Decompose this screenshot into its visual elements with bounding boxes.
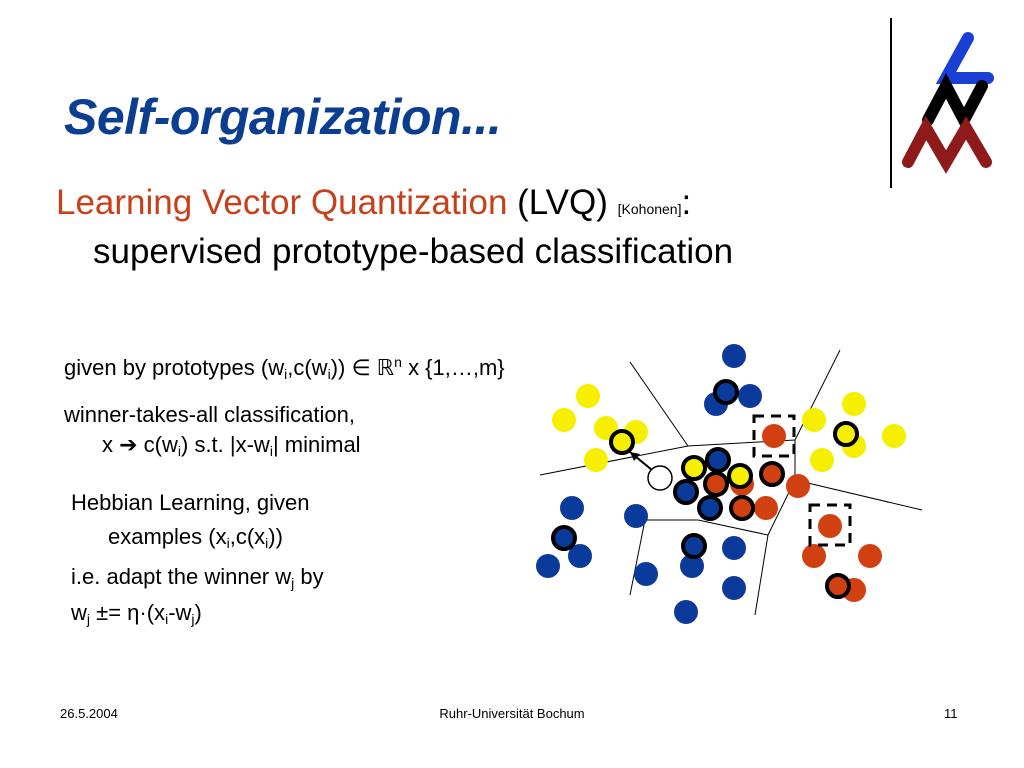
input-sample	[647, 465, 673, 491]
data-point-blue	[568, 544, 592, 568]
prototype-yellow	[681, 455, 707, 481]
data-point-red	[762, 424, 786, 448]
data-point-blue	[536, 554, 560, 578]
bullet-hebbian: Hebbian Learning, given	[71, 490, 310, 515]
data-point-yellow	[842, 392, 866, 416]
data-point-yellow	[882, 424, 906, 448]
prototypes	[551, 379, 859, 599]
data-point-red	[802, 544, 826, 568]
lvq-abbreviation: (LVQ)	[517, 183, 608, 222]
data-point-blue	[680, 554, 704, 578]
bullet-winner-takes-all-formula: x ➔ c(wi) s.t. |x-wi| minimal	[102, 432, 361, 459]
page-title: Self-organization...	[64, 89, 502, 145]
data-point-red	[786, 474, 810, 498]
footer-university: Ruhr-Universität Bochum	[439, 706, 585, 721]
misclassified-boxes	[752, 414, 852, 547]
logo-divider	[890, 18, 892, 188]
data-point-blue	[560, 496, 584, 520]
data-point-yellow	[810, 448, 834, 472]
bullet-hebbian-examples: examples (xi,c(xi))	[108, 524, 283, 551]
prototype-blue	[713, 379, 739, 405]
logo-red-stroke	[902, 115, 992, 174]
data-point-yellow	[802, 408, 826, 432]
subtitle-line-1: Learning Vector Quantization (LVQ) [Koho…	[56, 183, 691, 223]
data-point-red	[858, 544, 882, 568]
prototype-blue	[697, 495, 723, 521]
prototype-red	[703, 471, 729, 497]
voronoi-lines	[539, 349, 923, 616]
citation: [Kohonen]	[617, 201, 682, 217]
data-point-blue	[722, 576, 746, 600]
data-point-yellow	[584, 448, 608, 472]
data-point-blue	[722, 536, 746, 560]
colon: :	[681, 183, 692, 222]
bullet-prototypes: given by prototypes (wi,c(wi)) ∈ ℝn x {1…	[64, 354, 505, 382]
prototype-blue	[673, 479, 699, 505]
prototype-red	[729, 495, 755, 521]
data-point-blue	[634, 562, 658, 586]
prototype-red	[825, 573, 851, 599]
subtitle-line-2: supervised prototype-based classificatio…	[93, 232, 734, 271]
prototype-yellow	[727, 463, 753, 489]
data-point-yellow	[552, 408, 576, 432]
data-point-red	[754, 496, 778, 520]
prototype-blue	[705, 447, 731, 473]
data-point-yellow	[576, 384, 600, 408]
lvq-name: Learning Vector Quantization	[56, 183, 508, 222]
prototype-red	[759, 461, 785, 487]
prototype-blue	[681, 533, 707, 559]
prototype-yellow	[609, 429, 635, 455]
data-point-blue	[738, 384, 762, 408]
bullet-adapt-winner: i.e. adapt the winner wj by	[71, 564, 324, 591]
footer-page-number: 11	[944, 706, 958, 721]
winner-arrow-head	[630, 452, 640, 461]
data-point-blue	[674, 600, 698, 624]
prototype-yellow	[833, 421, 859, 447]
data-point-blue	[722, 344, 746, 368]
footer-date: 26.5.2004	[60, 706, 118, 721]
logo-black-stroke	[922, 73, 988, 133]
bullet-winner-takes-all: winner-takes-all classification,	[64, 402, 355, 427]
prototype-blue	[551, 525, 577, 551]
data-point-blue	[624, 504, 648, 528]
bullet-update-rule: wj ±= η·(xi-wj)	[71, 600, 202, 627]
data-point-red	[818, 514, 842, 538]
